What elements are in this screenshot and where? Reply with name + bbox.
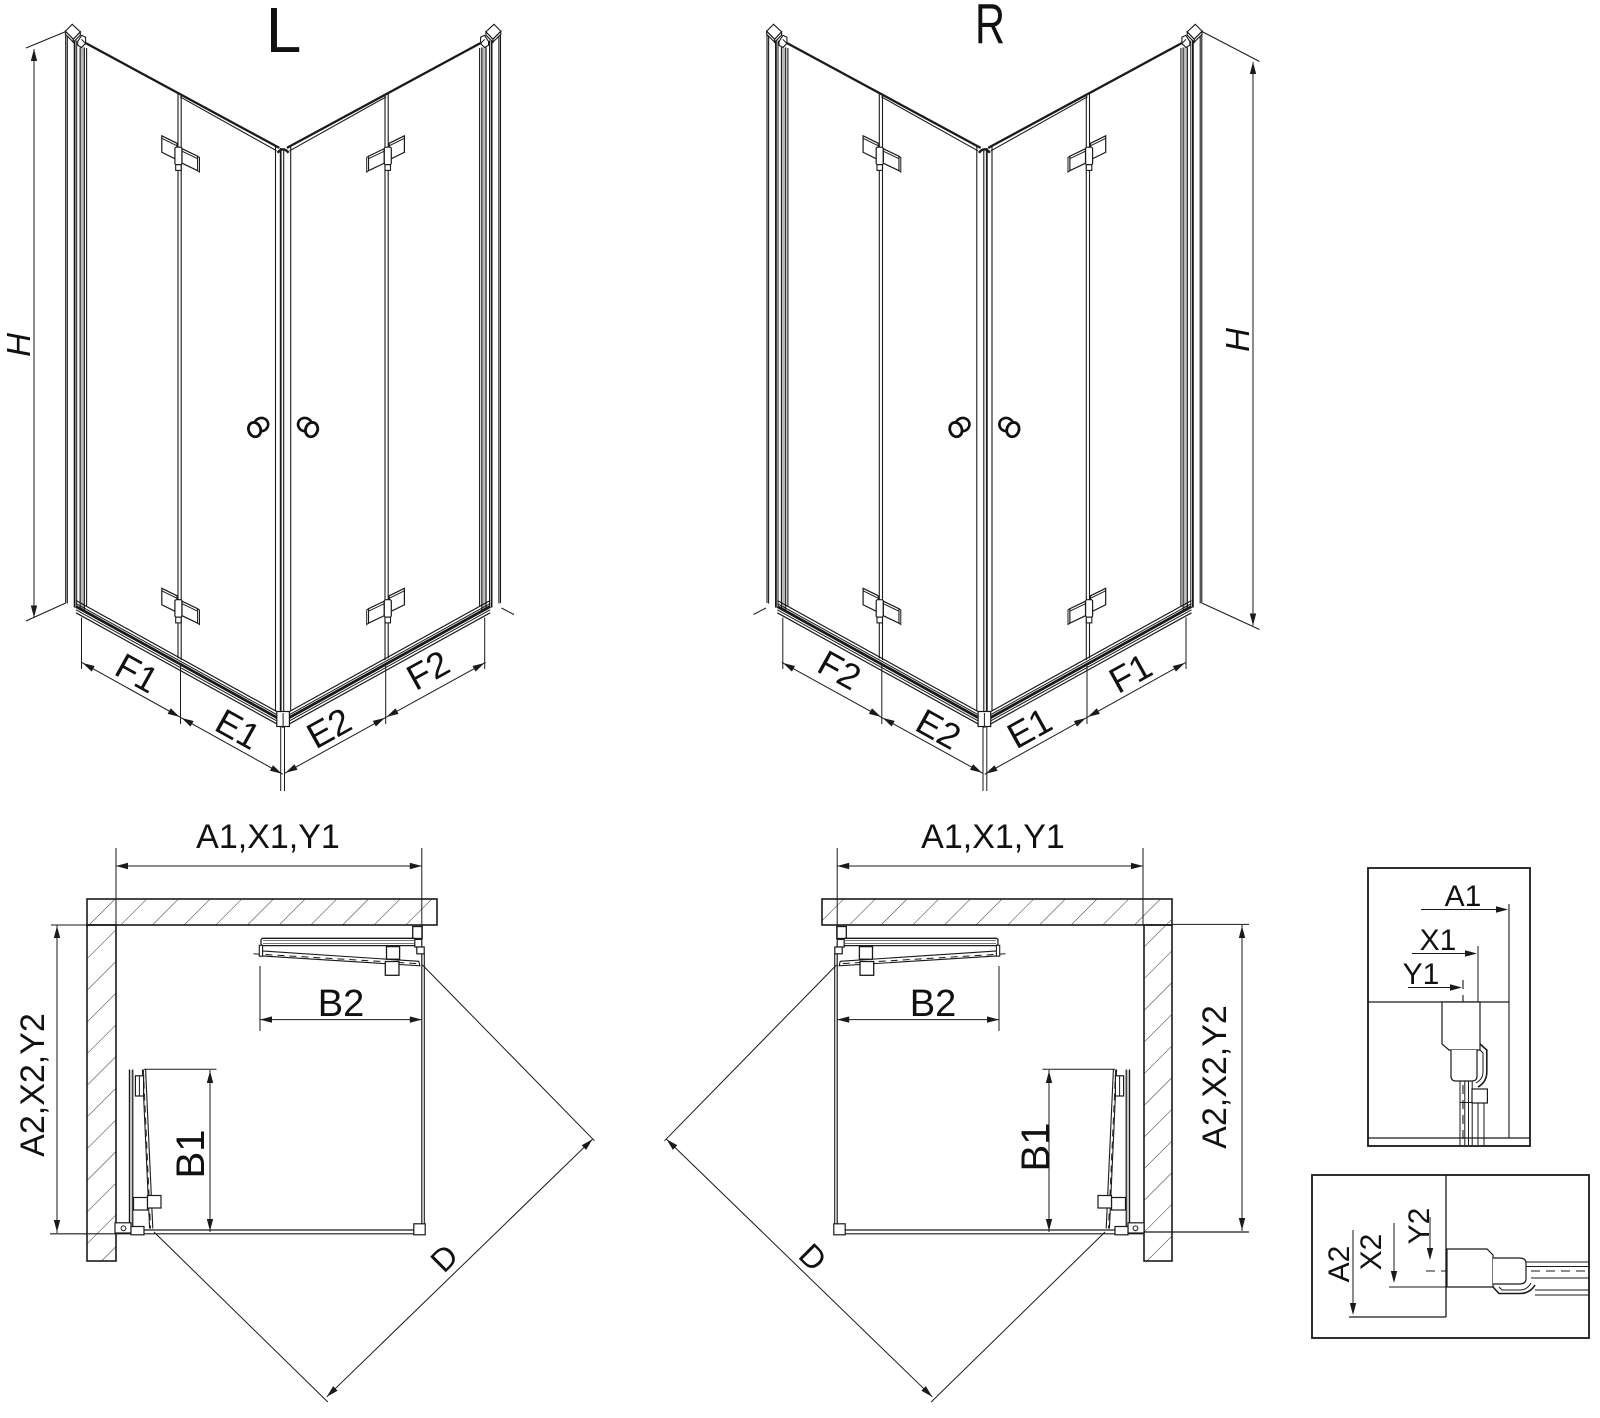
svg-text:X1: X1: [1420, 924, 1457, 957]
svg-text:B1: B1: [169, 1130, 213, 1179]
svg-text:Y1: Y1: [1403, 958, 1440, 991]
svg-text:B2: B2: [318, 983, 364, 1025]
svg-text:A2: A2: [1323, 1246, 1356, 1283]
svg-text:B1: B1: [1014, 1123, 1058, 1172]
svg-text:H: H: [0, 333, 37, 357]
svg-text:H: H: [1219, 328, 1256, 352]
svg-text:A2,X2,Y2: A2,X2,Y2: [14, 1013, 52, 1157]
svg-text:R: R: [975, 0, 1005, 56]
svg-text:L: L: [266, 0, 302, 66]
svg-text:A1,X1,Y1: A1,X1,Y1: [921, 818, 1065, 856]
svg-text:A1: A1: [1445, 880, 1482, 913]
svg-text:B2: B2: [910, 983, 956, 1025]
svg-text:Y2: Y2: [1403, 1208, 1436, 1245]
svg-text:A1,X1,Y1: A1,X1,Y1: [196, 818, 340, 856]
svg-text:A2,X2,Y2: A2,X2,Y2: [1196, 1005, 1234, 1149]
svg-text:X2: X2: [1355, 1234, 1388, 1271]
